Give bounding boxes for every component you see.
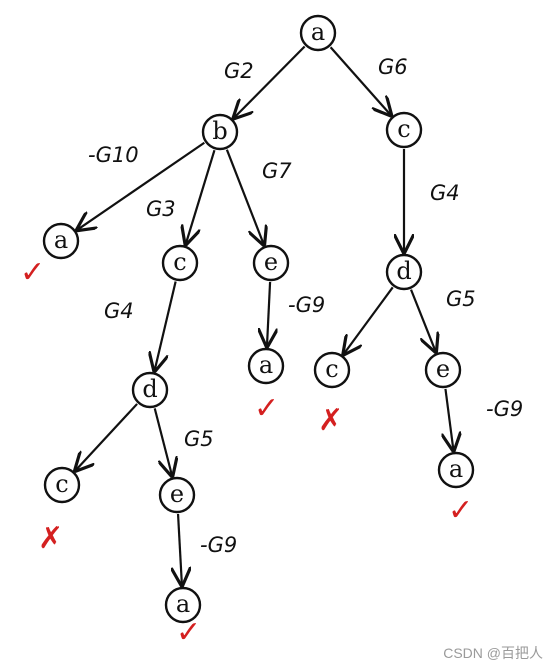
edge-line <box>344 286 394 354</box>
edge-line <box>445 388 453 450</box>
edge-d1-e2 <box>410 289 436 352</box>
node-circle <box>201 113 239 151</box>
edge-label-d2-e3: G5 <box>184 427 214 451</box>
node-label: a <box>54 226 68 254</box>
node-circle <box>437 451 475 489</box>
edge-d2-c4 <box>76 403 138 470</box>
node-d1: d <box>385 253 423 291</box>
node-c1: c <box>385 111 423 149</box>
node-e3: e <box>158 476 196 514</box>
edge-b-aleft <box>77 141 205 230</box>
cross-mark-icon: ✗ <box>318 403 343 438</box>
edge-root-c1 <box>329 46 391 115</box>
edge-label-b-c2: G3 <box>146 197 176 221</box>
edge-label-e2-a2: -G9 <box>486 397 523 421</box>
edge-label-root-b: G2 <box>224 59 254 83</box>
watermark: CSDN @百把人 <box>443 645 543 661</box>
node-circle <box>385 111 423 149</box>
node-label: a <box>311 18 325 46</box>
edge-d1-c3 <box>344 286 394 354</box>
node-circle <box>161 244 199 282</box>
node-circle <box>385 253 423 291</box>
edge-line <box>77 141 205 230</box>
node-a-left: a <box>42 222 80 260</box>
check-mark-icon: ✓ <box>254 391 279 426</box>
node-circle <box>313 351 351 389</box>
edge-root-b <box>234 45 306 118</box>
node-circle <box>424 351 462 389</box>
node-circle <box>43 466 81 504</box>
edge-e3-a3 <box>178 513 182 585</box>
edge-line <box>153 408 172 475</box>
node-label: e <box>170 480 184 508</box>
edge-label-root-c1: G6 <box>378 55 408 79</box>
node-e1: e <box>252 244 290 282</box>
edge-label-c1-d1: G4 <box>430 181 460 205</box>
edge-b-c2 <box>186 149 216 244</box>
edge-line <box>267 281 270 346</box>
node-label: d <box>142 375 157 403</box>
marks-layer: ✓ ✓ ✗ ✓ ✗ ✓ <box>20 255 473 650</box>
cross-mark-icon: ✗ <box>38 521 63 556</box>
node-root: a <box>299 14 337 52</box>
edges-layer <box>76 45 454 586</box>
node-circle <box>299 14 337 52</box>
node-label: a <box>449 455 463 483</box>
edge-e2-a2 <box>445 388 453 450</box>
edge-line <box>225 149 264 245</box>
edge-line <box>410 289 436 352</box>
edge-label-b-e1: G7 <box>262 159 292 183</box>
node-a3: a <box>164 586 202 624</box>
edge-label-e1-a1: -G9 <box>288 293 325 317</box>
edge-line <box>234 45 306 118</box>
node-circle <box>131 371 169 409</box>
node-c2: c <box>161 244 199 282</box>
node-label: c <box>55 470 68 498</box>
edge-c2-d2 <box>155 281 177 370</box>
edge-label-b-aleft: -G10 <box>88 143 139 167</box>
node-c4: c <box>43 466 81 504</box>
edge-line <box>155 281 177 370</box>
check-mark-icon: ✓ <box>20 255 45 290</box>
edge-line <box>186 149 216 244</box>
node-e2: e <box>424 351 462 389</box>
node-b: b <box>201 113 239 151</box>
node-circle <box>247 347 285 385</box>
node-label: a <box>259 351 273 379</box>
edge-line <box>76 403 138 470</box>
edge-d2-e3 <box>153 408 172 475</box>
nodes-layer: a b c a c e d a d c e c e a a <box>42 14 475 624</box>
node-circle <box>164 586 202 624</box>
edge-line <box>329 46 391 115</box>
node-a1: a <box>247 347 285 385</box>
node-circle <box>42 222 80 260</box>
node-d2: d <box>131 371 169 409</box>
node-label: a <box>176 590 190 618</box>
check-mark-icon: ✓ <box>448 493 473 528</box>
edge-label-d1-e2: G5 <box>446 287 476 311</box>
node-label: c <box>173 248 186 276</box>
node-label: b <box>212 117 227 145</box>
edge-b-e1 <box>225 149 264 245</box>
edge-label-c2-d2: G4 <box>104 299 134 323</box>
check-mark-icon: ✓ <box>176 615 201 650</box>
edge-label-e3-a3: -G9 <box>200 533 237 557</box>
edge-line <box>178 513 182 585</box>
node-label: e <box>264 248 278 276</box>
node-label: e <box>436 355 450 383</box>
node-circle <box>158 476 196 514</box>
node-a2: a <box>437 451 475 489</box>
node-label: d <box>396 257 411 285</box>
node-label: c <box>325 355 338 383</box>
node-circle <box>252 244 290 282</box>
node-label: c <box>397 115 410 143</box>
node-c3: c <box>313 351 351 389</box>
edge-e1-a1 <box>267 281 270 346</box>
